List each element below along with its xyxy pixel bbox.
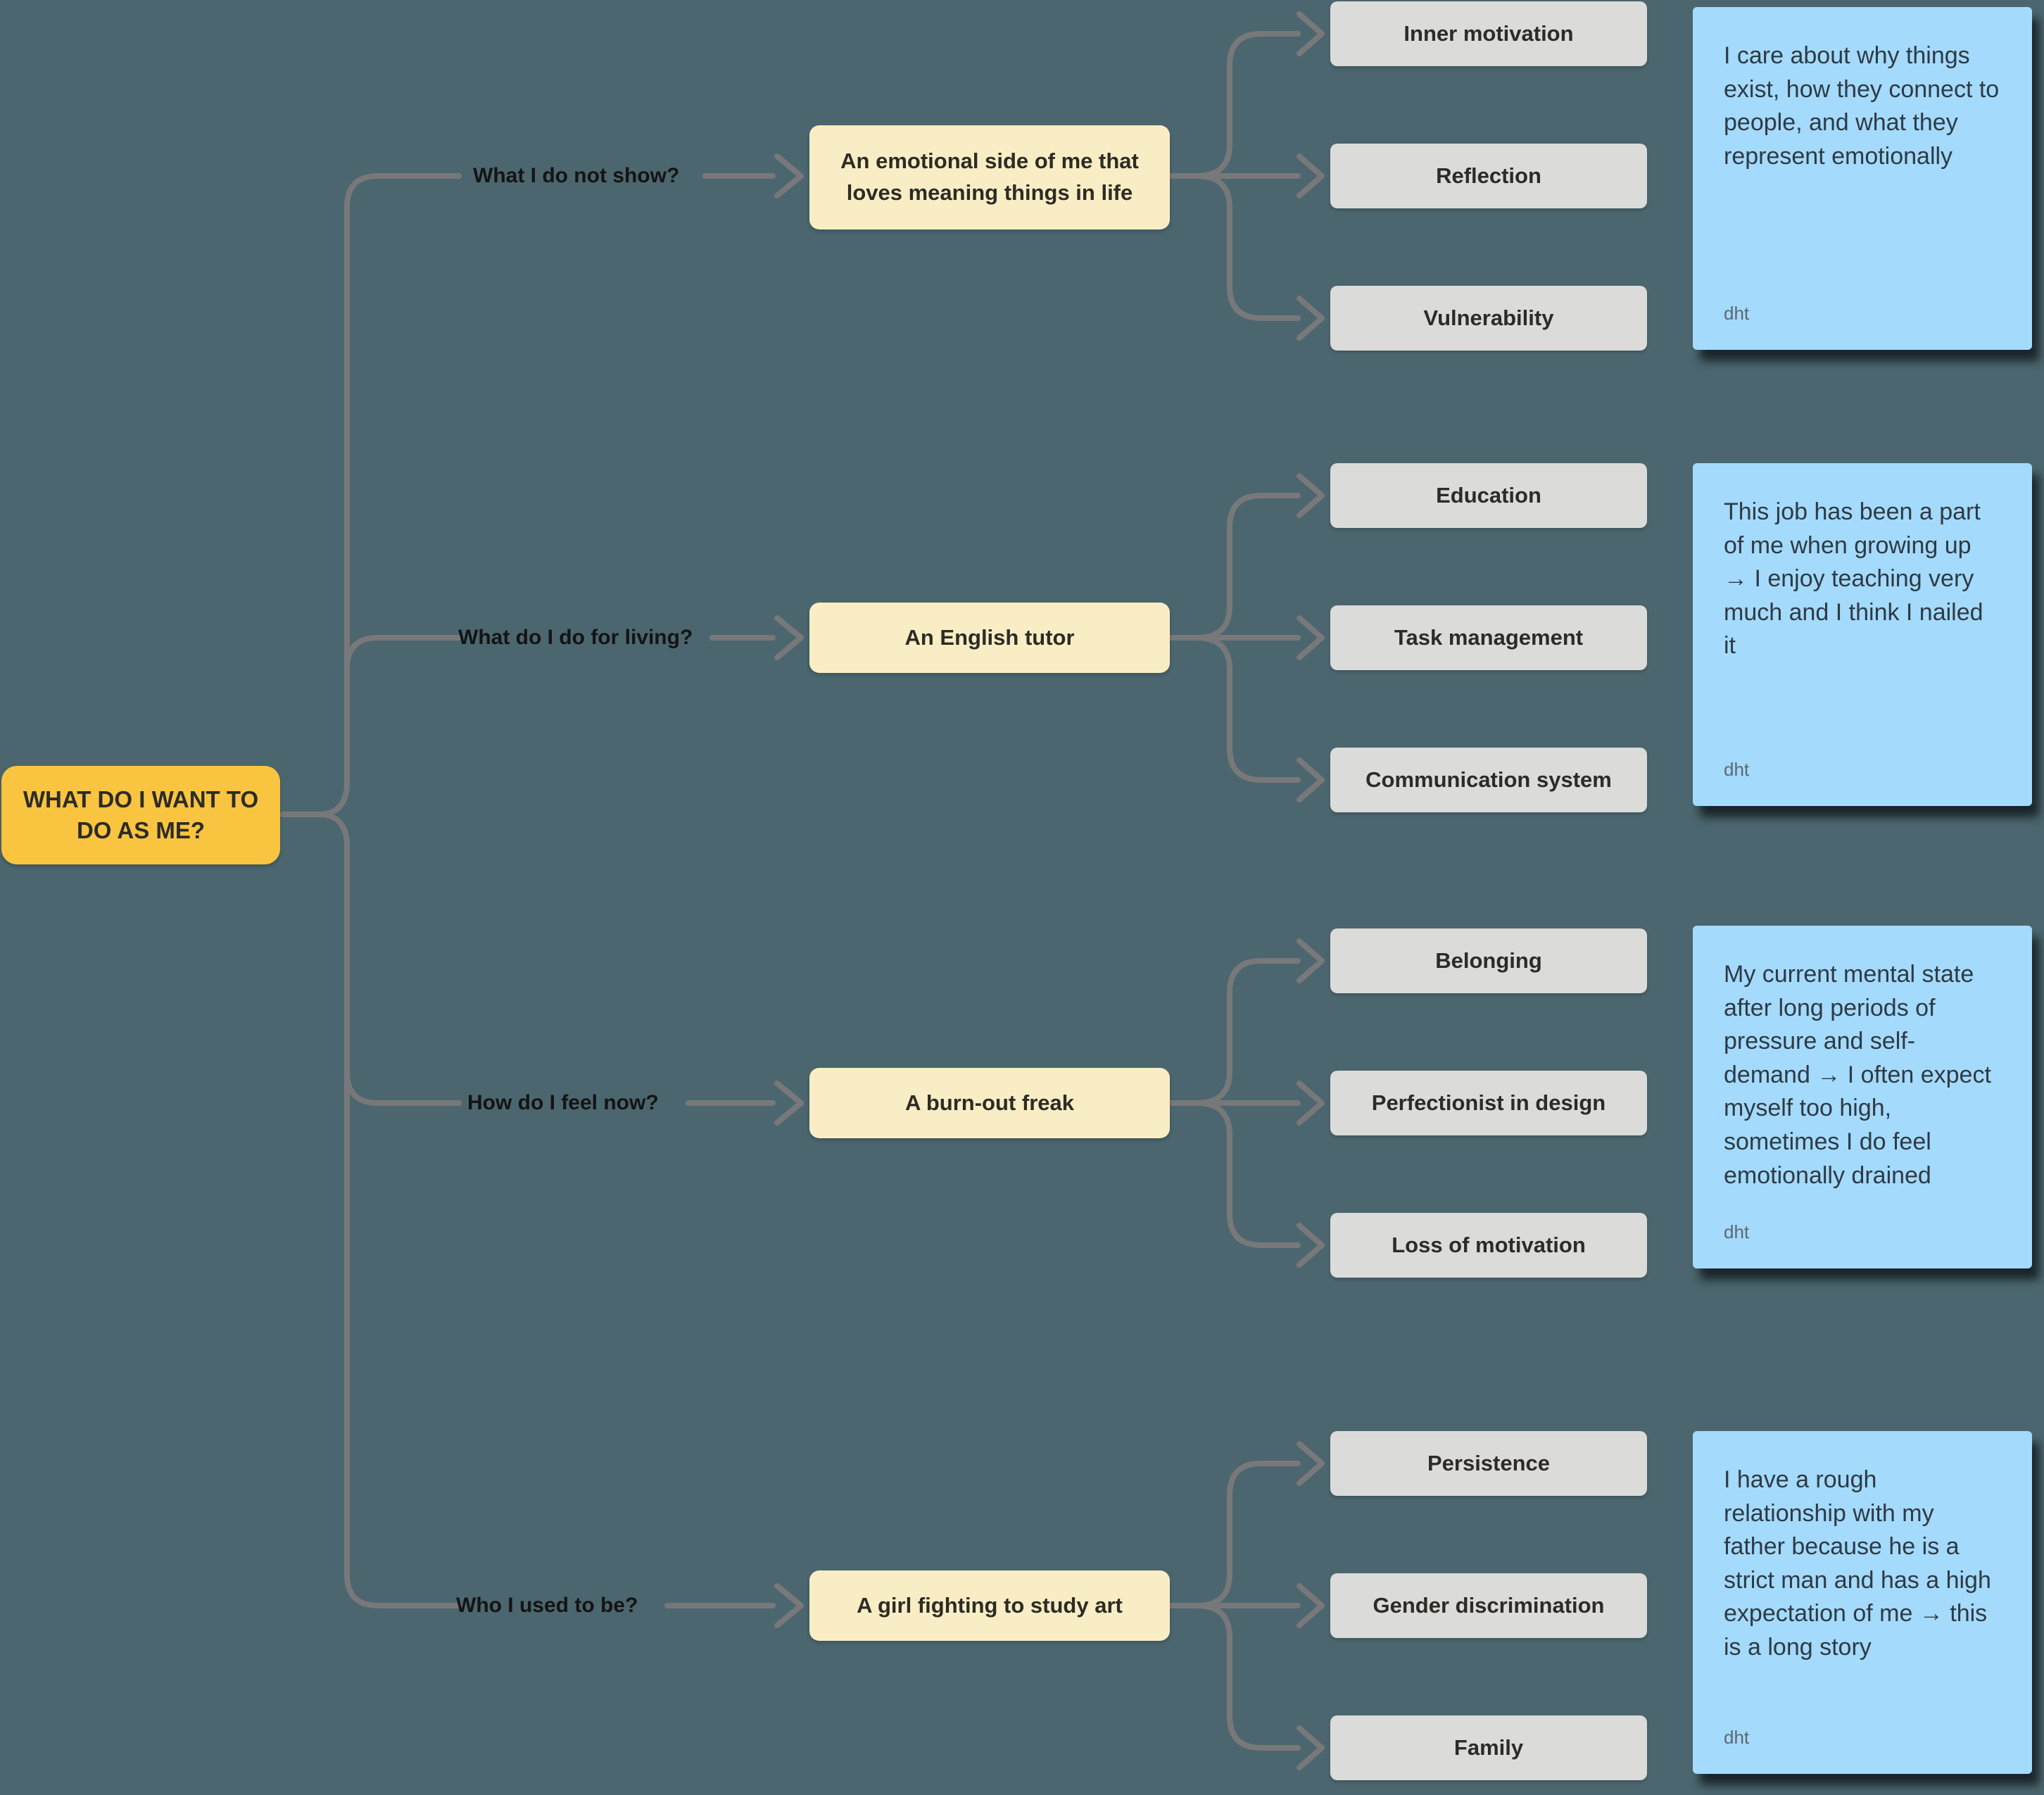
tag-node[interactable]: Reflection <box>1330 144 1647 208</box>
sticky-author: dht <box>1724 303 1750 324</box>
sticky-author: dht <box>1724 1221 1750 1242</box>
answer-node[interactable]: A burn-out freak <box>809 1068 1170 1138</box>
sticky-text: This job has been a part of me when grow… <box>1724 498 1983 660</box>
tag-node[interactable]: Inner motivation <box>1330 1 1647 66</box>
root-node[interactable]: WHAT DO I WANT TO DO AS ME? <box>1 766 280 864</box>
sticky-note[interactable]: I have a rough relationship with my fath… <box>1693 1431 2032 1774</box>
tag-node[interactable]: Family <box>1330 1715 1647 1780</box>
trunk-connector <box>280 173 462 1608</box>
tag-node[interactable]: Task management <box>1330 605 1647 670</box>
tag-node[interactable]: Vulnerability <box>1330 286 1647 351</box>
tag-node[interactable]: Education <box>1330 463 1647 528</box>
branch-question[interactable]: How do I feel now? <box>467 1091 659 1114</box>
sticky-text: My current mental state after long perio… <box>1724 961 1991 1189</box>
tag-node[interactable]: Gender discrimination <box>1330 1573 1647 1638</box>
sticky-note[interactable]: My current mental state after long perio… <box>1693 926 2032 1268</box>
branch-question[interactable]: What I do not show? <box>473 164 680 187</box>
sticky-author: dht <box>1724 759 1750 780</box>
sticky-text: I care about why things exist, how they … <box>1724 42 2000 170</box>
tag-node[interactable]: Perfectionist in design <box>1330 1071 1647 1135</box>
sticky-note[interactable]: I care about why things exist, how they … <box>1693 7 2032 350</box>
answer-node[interactable]: An English tutor <box>809 603 1170 673</box>
tag-node[interactable]: Communication system <box>1330 748 1647 812</box>
branch-question[interactable]: Who I used to be? <box>456 1594 638 1617</box>
tag-node[interactable]: Belonging <box>1330 928 1647 993</box>
tag-node[interactable]: Loss of motivation <box>1330 1213 1647 1278</box>
branch-question[interactable]: What do I do for living? <box>458 626 693 649</box>
sticky-author: dht <box>1724 1727 1750 1748</box>
sticky-note[interactable]: This job has been a part of me when grow… <box>1693 463 2032 806</box>
tag-node[interactable]: Persistence <box>1330 1431 1647 1496</box>
answer-node[interactable]: A girl fighting to study art <box>809 1570 1170 1641</box>
answer-node[interactable]: An emotional side of me that loves meani… <box>809 125 1170 229</box>
sticky-text: I have a rough relationship with my fath… <box>1724 1466 1991 1661</box>
